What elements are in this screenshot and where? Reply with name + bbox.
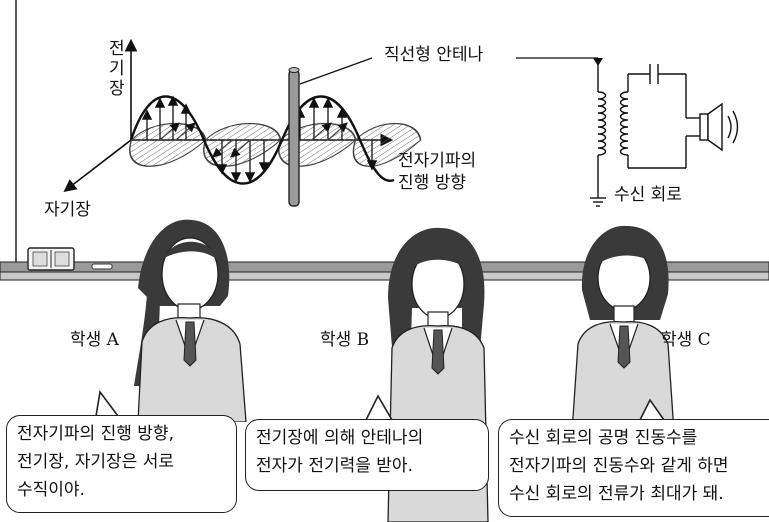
efield-label-1: 전: [109, 39, 125, 59]
chalk-icon: [91, 263, 113, 270]
student-a-figure: [134, 219, 247, 422]
student-c-label: 학생 C: [661, 330, 711, 350]
receiver-circuit: [590, 64, 700, 207]
speech-line: 전자기파의 진행 방향,: [17, 424, 174, 444]
student-a-speech-bubble: 전자기파의 진행 방향, 전기장, 자기장은 서로 수직이야.: [6, 415, 237, 513]
propagation-label-line1: 전자기파의: [398, 151, 477, 171]
efield-label-2: 기: [109, 59, 125, 79]
student-c-speech-bubble: 수신 회로의 공명 진동수를 전자기파의 진동수와 같게 하면 수신 회로의 전…: [498, 419, 769, 517]
blackboard: 전 기 장 자기장 직선형 안테나 전자기파의 진행 방향 수신 회로: [0, 0, 769, 281]
bfield-arrows: [159, 122, 348, 158]
speech-line: 전기장, 자기장은 서로: [17, 452, 174, 472]
student-a-label: 학생 A: [70, 330, 119, 350]
antenna-leader: [299, 57, 373, 85]
speaker-icon: [699, 102, 739, 152]
efield-label-3: 장: [109, 79, 125, 99]
speech-line: 전자기파의 진동수와 같게 하면: [509, 456, 729, 476]
linear-antenna: [288, 67, 300, 207]
receiver-label: 수신 회로: [614, 185, 682, 205]
eraser-icon: [27, 247, 75, 271]
speech-line: 전자가 전기력을 받아.: [256, 456, 413, 476]
propagation-label-line2: 진행 방향: [398, 173, 466, 193]
bfield-axis: [63, 139, 132, 192]
speech-line: 수직이야.: [17, 480, 85, 500]
speech-line: 수신 회로의 전류가 최대가 돼.: [509, 484, 724, 504]
board-diagram: [0, 0, 769, 281]
student-b-label: 학생 B: [320, 330, 370, 350]
speech-line: 수신 회로의 공명 진동수를: [509, 428, 698, 448]
antenna-label: 직선형 안테나: [384, 45, 484, 65]
bfield-label: 자기장: [44, 200, 91, 220]
student-b-speech-bubble: 전기장에 의해 안테나의 전자가 전기력을 받아.: [245, 419, 489, 491]
speech-line: 전기장에 의해 안테나의: [256, 428, 424, 448]
efield-arrows: [141, 95, 378, 183]
